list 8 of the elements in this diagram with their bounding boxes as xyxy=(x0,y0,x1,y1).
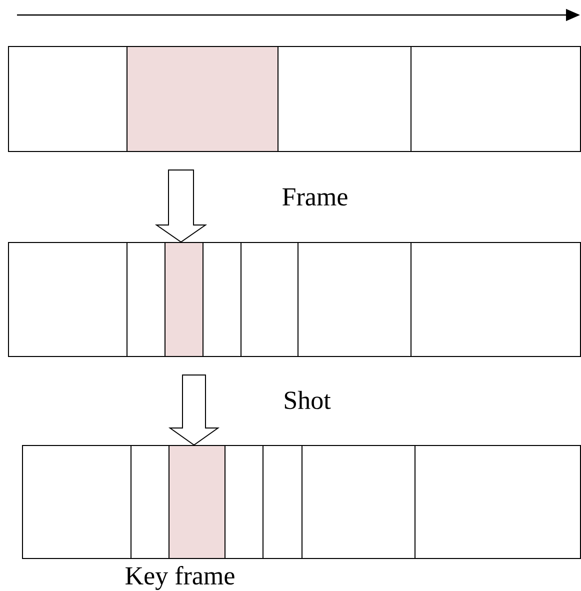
edge-label: Frame xyxy=(280,187,350,207)
caption-text: Key frame xyxy=(126,566,234,590)
edge-label: Shot xyxy=(282,390,332,410)
film-strip xyxy=(22,444,581,559)
block-arrow xyxy=(154,170,208,243)
film-strip xyxy=(8,242,581,357)
block-arrow xyxy=(168,374,220,446)
film-strip xyxy=(8,46,581,152)
